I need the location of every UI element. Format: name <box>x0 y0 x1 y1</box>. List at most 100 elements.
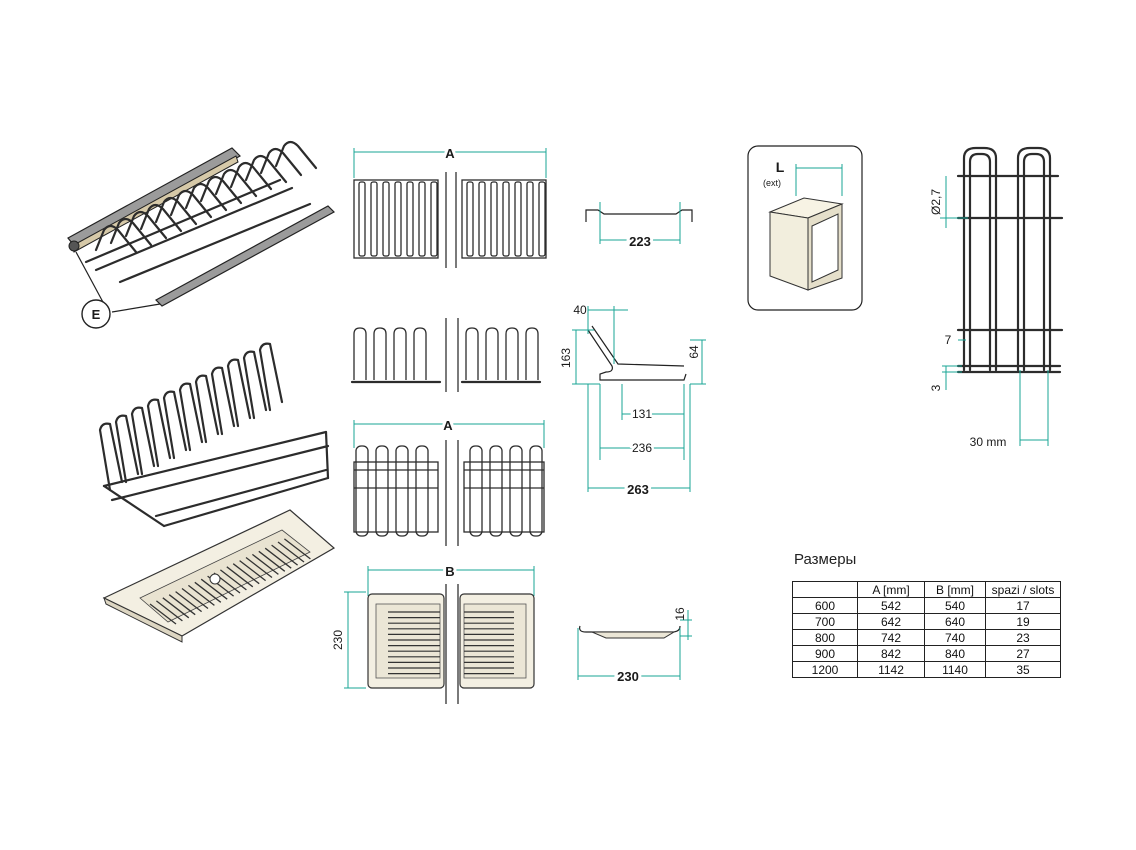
top-plate-rack-view: A <box>353 143 547 268</box>
dish-top-bar <box>489 445 503 537</box>
rack-finger <box>184 182 228 212</box>
rack-finger <box>109 217 153 247</box>
rack-bar <box>490 181 498 257</box>
table-cell: 700 <box>792 613 858 630</box>
table-cell: 842 <box>857 645 925 662</box>
tray-rib <box>220 569 247 591</box>
dish-rack-perspective <box>98 342 330 528</box>
table-cell: 540 <box>924 597 986 614</box>
rack-finger <box>244 154 288 184</box>
table-header-cell: spazi / slots <box>985 581 1061 598</box>
svg-text:236: 236 <box>632 441 652 455</box>
dish-finger <box>210 366 236 436</box>
table-title: Размеры <box>794 551 857 568</box>
dish-finger <box>98 422 124 492</box>
dish-bar <box>505 327 519 380</box>
dish-bar <box>485 327 499 380</box>
dish-rack-top-view: A <box>353 415 545 546</box>
rack-bar <box>394 181 402 257</box>
tray-rib <box>245 556 273 579</box>
table-cell: 1140 <box>924 661 986 678</box>
dish-finger <box>258 342 284 412</box>
table-cell: 17 <box>985 597 1061 614</box>
table-cell: 600 <box>792 597 858 614</box>
table-row: 600 542 540 17 <box>792 597 1061 614</box>
svg-text:30 mm: 30 mm <box>970 435 1007 449</box>
table-cell: 27 <box>985 645 1061 662</box>
tray-rib <box>277 541 305 563</box>
tray-rib <box>194 581 222 603</box>
dish-bar <box>393 327 407 380</box>
table-cell: 900 <box>792 645 858 662</box>
dish-bar <box>465 327 479 380</box>
table-cell: 642 <box>857 613 925 630</box>
table-row: 700 642 640 19 <box>792 613 1061 630</box>
tray-rib <box>200 578 228 600</box>
dish-finger <box>130 406 156 476</box>
svg-text:7: 7 <box>945 333 952 347</box>
table-cell: 542 <box>857 597 925 614</box>
tray-rib <box>156 600 183 622</box>
tray-rib <box>252 553 279 575</box>
tray-top-view: B 230 <box>331 561 535 704</box>
table-cell: 640 <box>924 613 986 630</box>
rack-finger <box>169 189 213 219</box>
plate-rack-perspective <box>67 140 335 313</box>
table-header-cell: A [mm] <box>857 581 925 598</box>
table-header-cell: B [mm] <box>924 581 986 598</box>
table-header-cell <box>792 581 858 598</box>
dish-bar <box>373 327 387 380</box>
rack-bar <box>406 181 414 257</box>
dish-top-bar <box>355 445 369 537</box>
rack-bar <box>382 181 390 257</box>
svg-text:A: A <box>445 146 455 161</box>
tray-rib <box>226 566 254 588</box>
svg-text:64: 64 <box>687 345 701 359</box>
rack-bar <box>538 181 546 257</box>
e-marker: E <box>81 299 111 329</box>
rack-bar <box>502 181 510 257</box>
table-cell: 1142 <box>857 661 925 678</box>
rack-finger <box>274 140 318 170</box>
svg-text:A: A <box>443 418 453 433</box>
rack-finger <box>154 196 198 226</box>
rail-section-223: 223 <box>585 202 693 252</box>
table-cell: 740 <box>924 629 986 646</box>
rack-bar <box>514 181 522 257</box>
rack-bar <box>430 181 438 257</box>
dish-top-bar <box>509 445 523 537</box>
table-header-row: A [mm] B [mm] spazi / slots <box>792 581 1061 598</box>
dish-rack-side-section: 40 163 64 131 236 263 <box>559 303 706 500</box>
svg-text:3: 3 <box>929 384 943 391</box>
sizes-table: A [mm] B [mm] spazi / slots 600 542 540 … <box>792 581 1061 678</box>
table-row: 800 742 740 23 <box>792 629 1061 646</box>
svg-text:230: 230 <box>617 669 639 684</box>
tray-rib <box>271 544 298 566</box>
svg-text:263: 263 <box>627 482 649 497</box>
rack-finger <box>199 175 243 205</box>
rack-bar <box>358 181 366 257</box>
tray-rib <box>149 603 177 625</box>
dish-bar <box>353 327 367 380</box>
rack-finger <box>94 224 138 254</box>
tray-rib <box>168 594 196 616</box>
dish-top-bar <box>415 445 429 537</box>
svg-text:B: B <box>445 564 454 579</box>
svg-text:E: E <box>92 307 101 322</box>
tray-rib <box>175 591 202 613</box>
dish-finger <box>162 390 188 460</box>
table-cell: 23 <box>985 629 1061 646</box>
dish-top-bar <box>375 445 389 537</box>
drip-tray-perspective <box>102 509 336 643</box>
tray-rib <box>162 597 190 619</box>
dish-finger <box>178 382 204 452</box>
svg-text:L: L <box>776 159 785 175</box>
svg-text:230: 230 <box>331 630 345 650</box>
rack-bar <box>466 181 474 257</box>
tray-rib <box>232 563 260 585</box>
rack-bar <box>418 181 426 257</box>
dish-finger <box>242 350 268 420</box>
svg-text:131: 131 <box>632 407 652 421</box>
rack-finger <box>229 161 273 191</box>
table-cell: 742 <box>857 629 925 646</box>
